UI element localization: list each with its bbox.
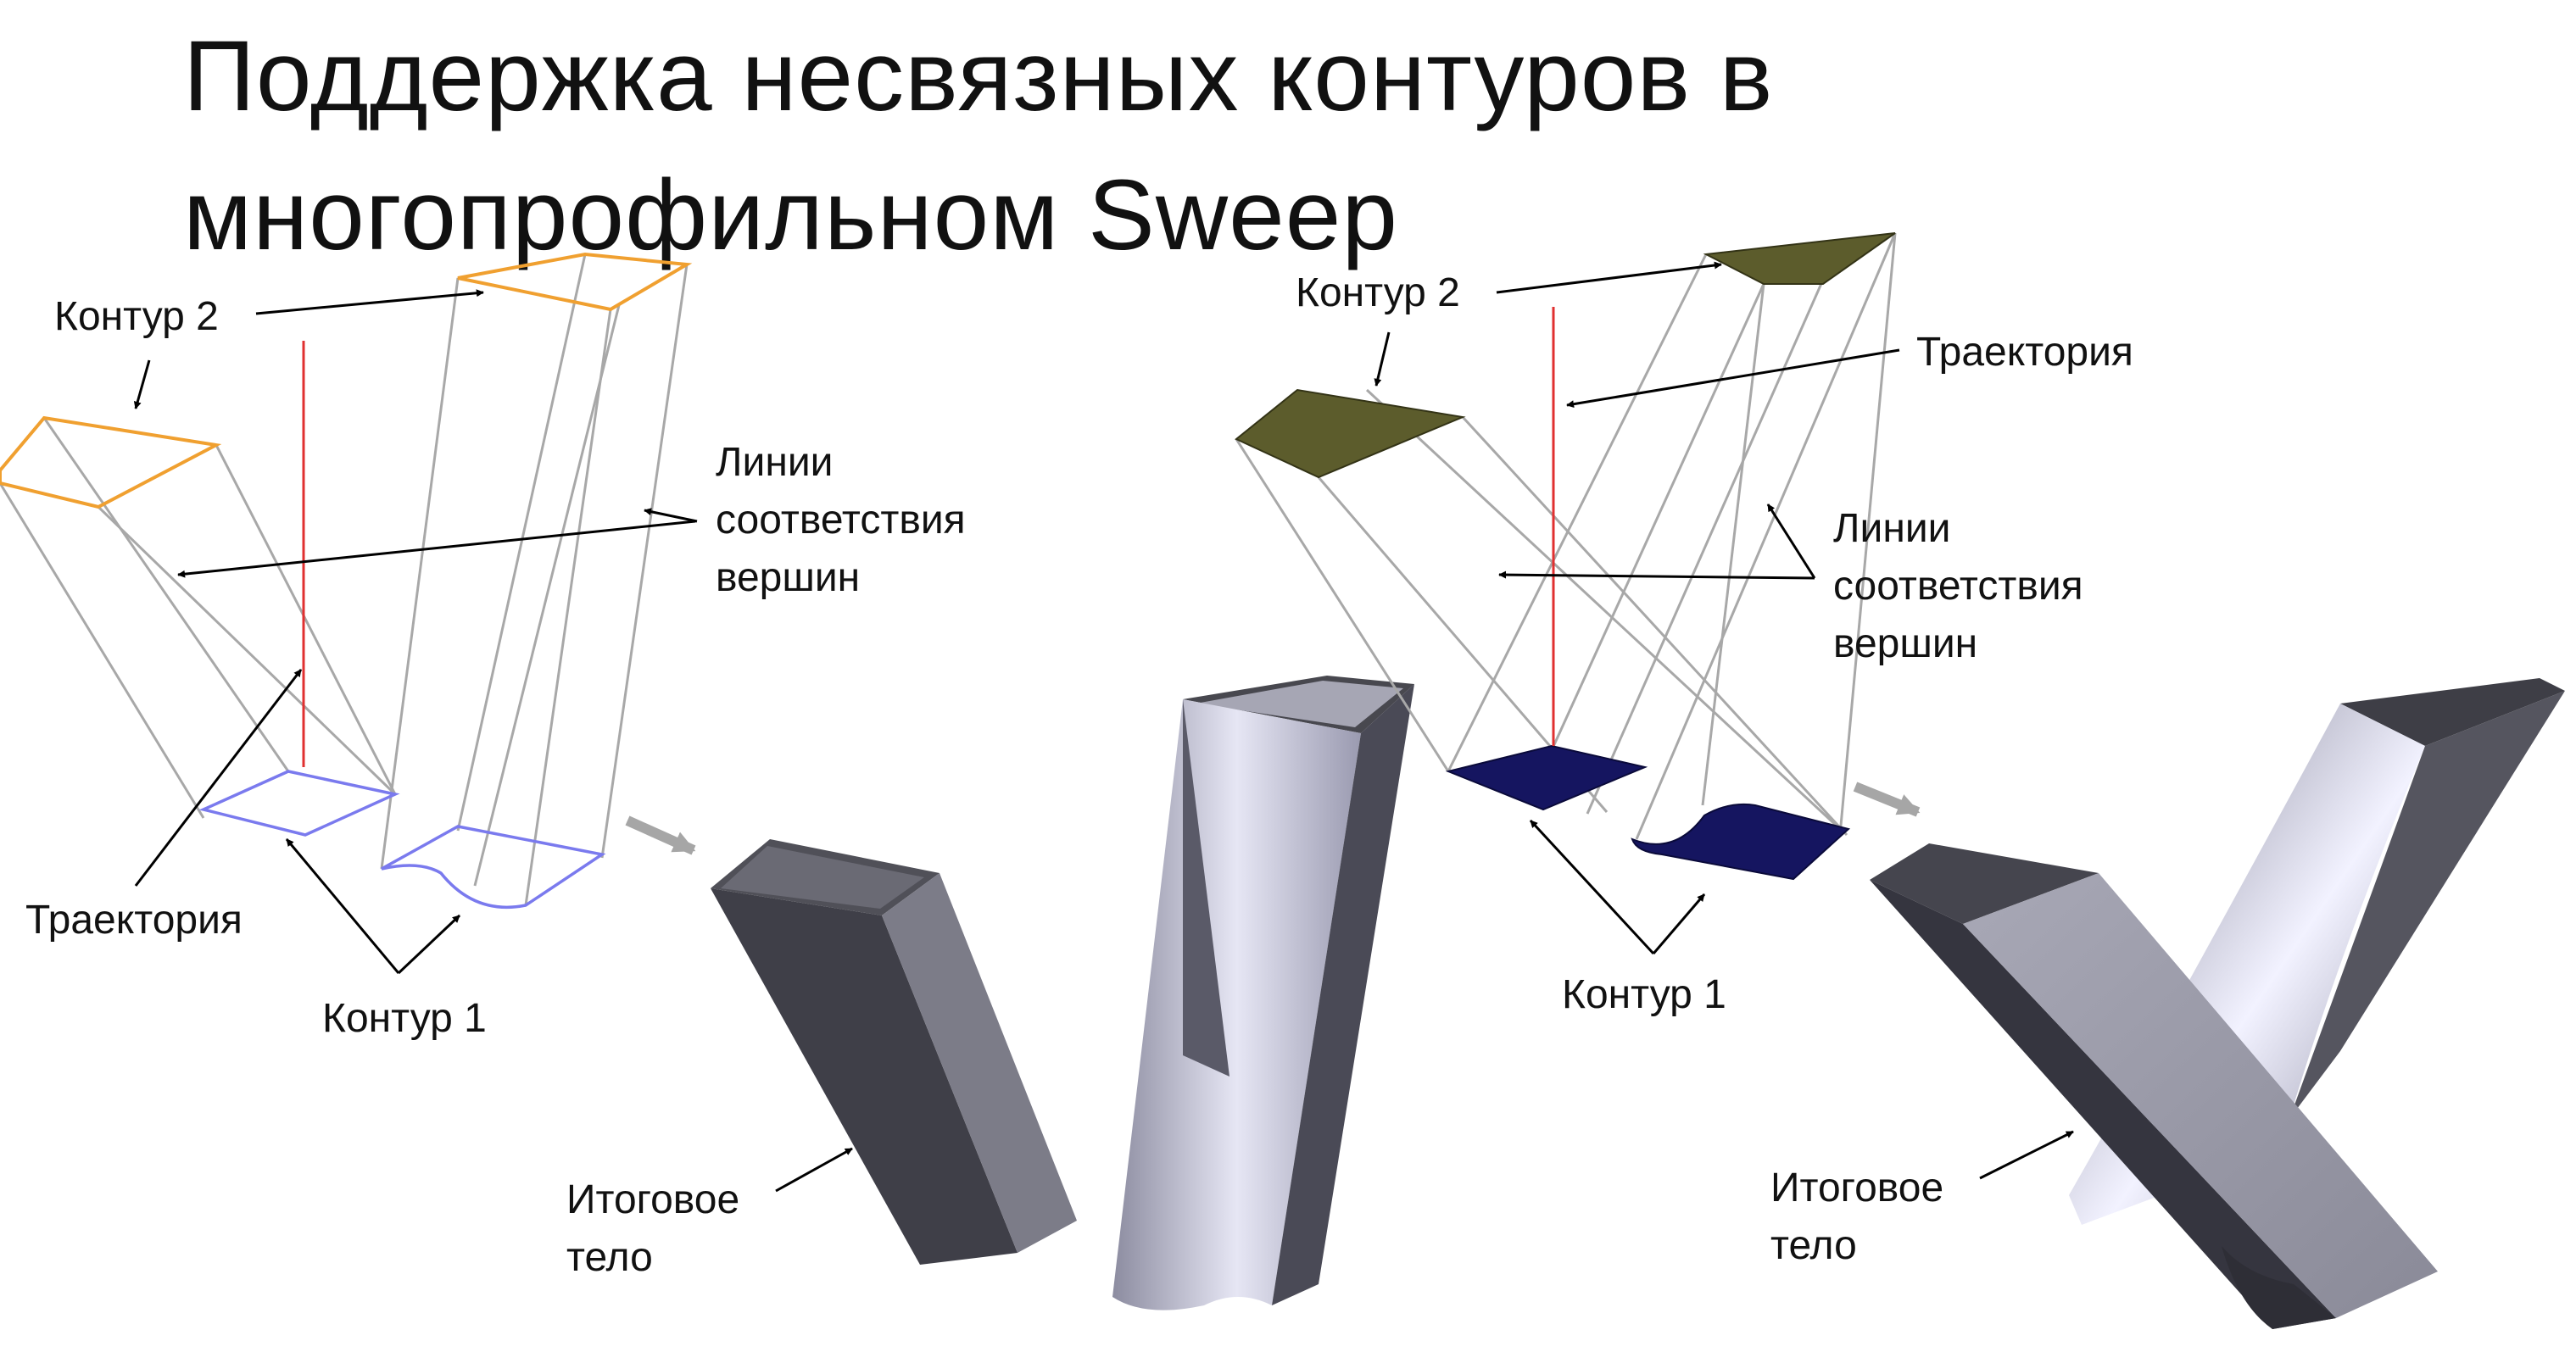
right-contour-1-left: [1445, 744, 1648, 811]
right-result-label: Итоговое тело: [1770, 1160, 1943, 1275]
left-match-lines-line-3: вершин: [716, 555, 861, 600]
left-trajectory-label: Траектория: [25, 898, 243, 943]
right-contour-2-high: [1703, 232, 1896, 285]
left-flow-arrow: [625, 815, 696, 855]
right-contour-2-label: Контур 2: [1296, 270, 1460, 315]
right-contour-1-right: [1631, 803, 1851, 881]
right-match-lines-label: Линии соответствия вершин: [1833, 500, 2083, 673]
right-result-body: [1870, 678, 2565, 1329]
left-wireframe: [0, 252, 693, 910]
right-match-lines-line-2: соответствия: [1833, 564, 2083, 609]
left-annotation-arrows: [133, 289, 853, 1193]
right-wireframe: [1235, 232, 1897, 881]
right-result-line-2: тело: [1770, 1223, 1857, 1268]
left-contour-1-label: Контур 1: [322, 996, 487, 1041]
right-result-line-1: Итоговое: [1770, 1166, 1944, 1210]
left-match-lines-label: Линии соответствия вершин: [716, 434, 966, 607]
left-contour-2-outline: [0, 252, 693, 509]
left-result-line-1: Итоговое: [566, 1177, 740, 1222]
left-match-lines: [0, 253, 689, 906]
right-match-lines: [1235, 232, 1897, 840]
left-match-lines-line-1: Линии: [716, 440, 834, 485]
right-trajectory-label: Траектория: [1916, 330, 2133, 375]
left-contour-1-outline: [198, 770, 606, 910]
left-result-label: Итоговое тело: [566, 1171, 739, 1287]
right-annotation-arrows: [1374, 261, 2074, 1180]
left-contour-2-label: Контур 2: [54, 294, 219, 339]
right-contour-2-low: [1235, 388, 1466, 479]
left-result-body: [711, 676, 1414, 1310]
right-match-lines-line-3: вершин: [1833, 621, 1978, 666]
title-line-2: многопрофильном Sweep: [183, 159, 1398, 271]
slide-title: Поддержка несвязных контуров в многопроф…: [183, 7, 1773, 285]
left-result-line-2: тело: [566, 1235, 653, 1280]
left-match-lines-line-2: соответствия: [716, 498, 966, 542]
right-flow-arrow: [1853, 782, 1921, 817]
right-contour-1-label: Контур 1: [1562, 972, 1726, 1017]
title-line-1: Поддержка несвязных контуров в: [183, 20, 1774, 132]
right-match-lines-line-1: Линии: [1833, 506, 1951, 551]
